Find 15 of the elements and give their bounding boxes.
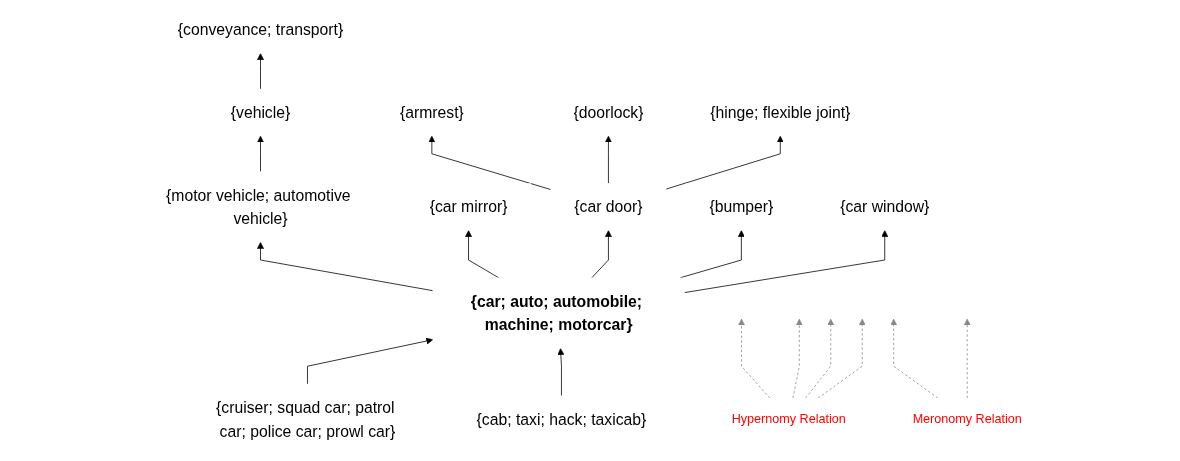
node-text: {car; auto; automobile; machine; motorcar}	[470, 292, 643, 334]
node-text: {bumper}	[709, 198, 774, 216]
node-text: {vehicle}	[230, 103, 291, 122]
node-text: {doorlock}	[573, 103, 644, 122]
node-text: {armrest}	[399, 103, 464, 122]
node-text: {car mirror}	[429, 198, 508, 216]
node-text: {motor vehicle; automotive vehicle}	[166, 186, 351, 228]
node-text: {car window}	[840, 198, 930, 216]
node-text: Meronomy Relation	[912, 412, 1022, 426]
node-text: {conveyance; transport}	[177, 21, 344, 39]
node-text: {car door}	[574, 198, 643, 216]
node-text: {cab; taxi; hack; taxicab}	[476, 410, 647, 428]
node-text: {hinge; flexible joint}	[710, 103, 851, 122]
node-text: Hypernomy Relation	[731, 412, 846, 426]
node-text: {cruiser; squad car; patrol car; police car; prowl car}	[216, 398, 396, 440]
